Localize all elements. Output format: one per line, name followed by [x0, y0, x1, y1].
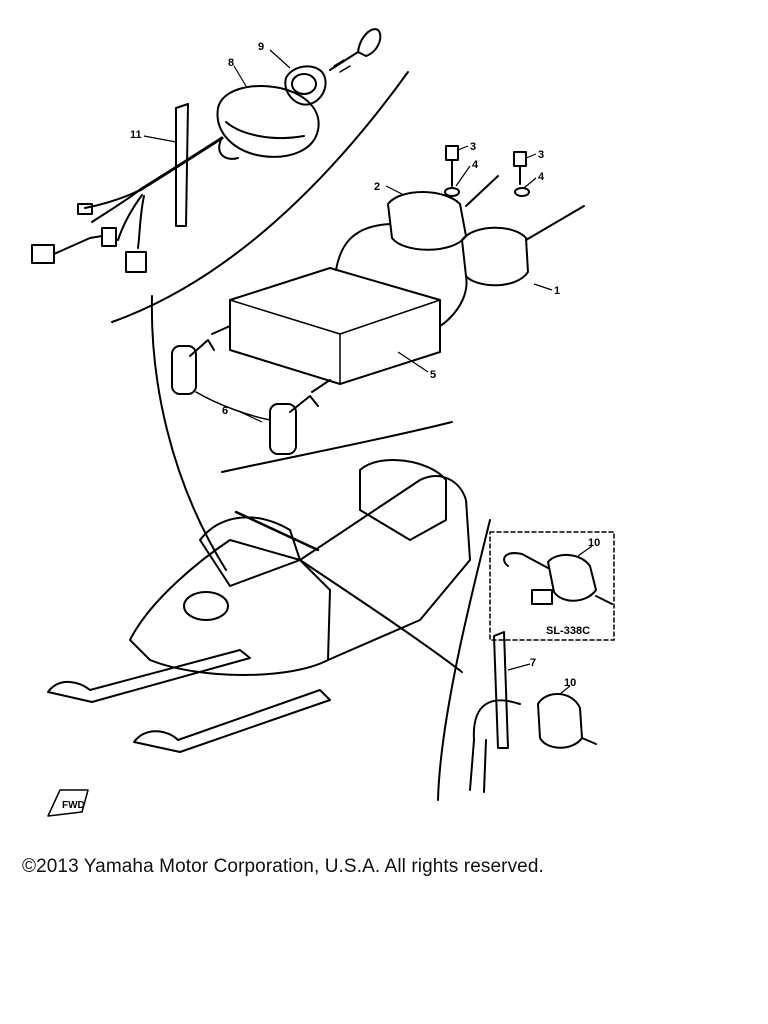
pickup-coil-inset — [503, 552, 613, 605]
cable-tie — [175, 103, 189, 227]
callout-7: 7 — [530, 657, 536, 669]
cdi-unit — [229, 267, 441, 385]
separator-right — [437, 519, 491, 801]
callout-11: 11 — [130, 129, 142, 141]
plug-cap-upper — [171, 345, 197, 395]
separator-middle — [221, 421, 453, 473]
switch-nut — [284, 65, 327, 106]
callout-6: 6 — [222, 405, 228, 417]
ignition-key — [329, 28, 382, 71]
callout-10-main: 10 — [564, 677, 576, 689]
parts-diagram: 1 2 3 3 4 4 5 6 7 8 9 10 10 11 SL-338C F… — [31, 28, 615, 817]
pickup-cable-tie — [493, 631, 509, 749]
pickup-coil-assembly — [469, 631, 597, 793]
callout-4a: 4 — [472, 159, 479, 171]
ignition-unit-assembly — [171, 145, 585, 455]
callout-4b: 4 — [538, 171, 545, 183]
callout-5: 5 — [430, 369, 436, 381]
ski-left — [47, 649, 251, 703]
fwd-label: FWD — [62, 800, 85, 811]
ski-right — [133, 689, 331, 753]
ignition-coil-right — [461, 226, 529, 287]
callout-2: 2 — [374, 181, 380, 193]
separator-top — [111, 71, 409, 323]
callout-3b: 3 — [538, 149, 544, 161]
snowmobile-illustration — [47, 295, 471, 753]
plug-cap-lower — [269, 403, 297, 455]
callout-1: 1 — [554, 285, 560, 297]
ignition-coil-left — [387, 191, 467, 251]
callout-3a: 3 — [470, 141, 476, 153]
callout-8: 8 — [228, 57, 234, 69]
switch-body — [216, 85, 320, 158]
fwd-arrow-icon — [47, 789, 89, 817]
callout-10-inset: 10 — [588, 537, 600, 549]
main-switch-assembly — [31, 28, 382, 273]
inset-label: SL-338C — [546, 625, 590, 637]
inset-box — [489, 531, 615, 641]
snowmobile-seat — [359, 459, 447, 541]
copyright-footer: ©2013 Yamaha Motor Corporation, U.S.A. A… — [22, 856, 544, 877]
callout-9: 9 — [258, 41, 264, 53]
windshield — [199, 516, 301, 587]
